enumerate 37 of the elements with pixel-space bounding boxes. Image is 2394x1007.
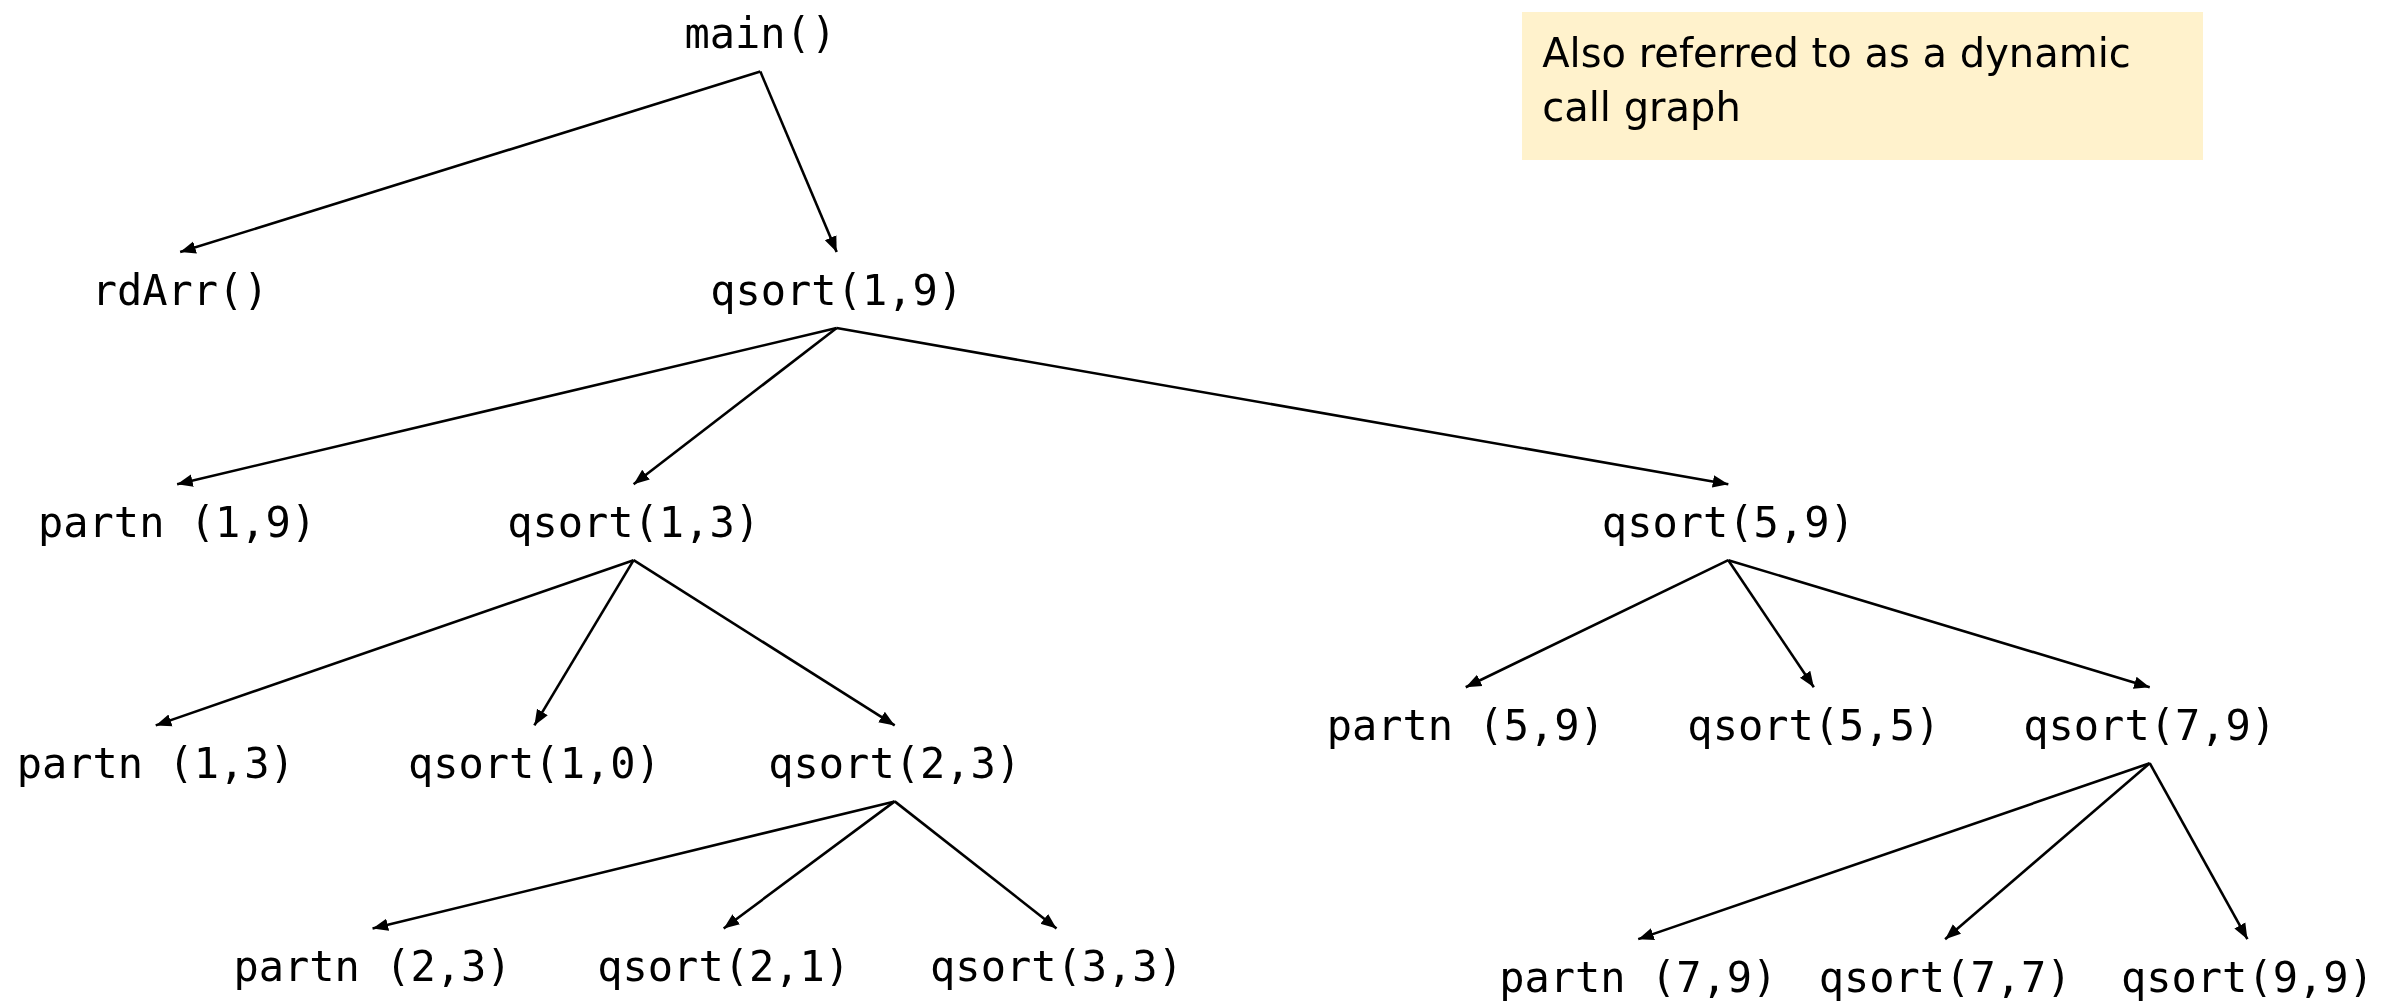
function-call: partn (7,9) — [1499, 952, 1778, 1002]
arrow — [632, 327, 838, 486]
arrow — [836, 326, 1729, 488]
arrow — [1465, 559, 1729, 689]
function-call: partn (2,3) — [233, 941, 512, 991]
arrow — [2148, 762, 2249, 940]
function-call: qsort(1,9) — [710, 265, 964, 315]
arrow — [176, 326, 837, 487]
arrow — [722, 800, 896, 930]
note-box — [1522, 12, 2204, 161]
arrow — [1727, 559, 1815, 688]
arrow — [179, 70, 761, 254]
arrow — [893, 800, 1058, 930]
function-call: main() — [684, 9, 837, 59]
function-call: qsort(5,5) — [1687, 700, 1941, 750]
note-text: Also referred to as a dynamic call graph — [1542, 29, 2132, 133]
function-call: qsort(1,0) — [407, 738, 661, 788]
arrow — [1727, 558, 2151, 689]
function-call: qsort(3,3) — [930, 941, 1183, 991]
arrow — [1944, 762, 2151, 941]
function-call: qsort(7,9) — [2023, 700, 2277, 750]
arrow — [155, 558, 635, 727]
function-call: qsort(2,1) — [597, 941, 851, 991]
function-call: qsort(7,7) — [1818, 952, 2072, 1002]
function-call: partn (1,3) — [16, 738, 295, 788]
arrow — [533, 559, 635, 727]
arrow — [372, 800, 895, 931]
function-call: qsort(9,9) — [2120, 952, 2374, 1002]
arrow — [632, 559, 896, 727]
function-call: partn (5,9) — [1326, 700, 1605, 750]
function-call: rdArr() — [91, 265, 269, 315]
function-call: qsort(1,3) — [507, 497, 761, 547]
arrow — [1637, 762, 2151, 941]
arrow — [759, 71, 838, 253]
function-call: qsort(5,9) — [1601, 497, 1855, 547]
function-call: partn (1,9) — [38, 497, 317, 547]
function-call: qsort(2,3) — [768, 738, 1022, 788]
